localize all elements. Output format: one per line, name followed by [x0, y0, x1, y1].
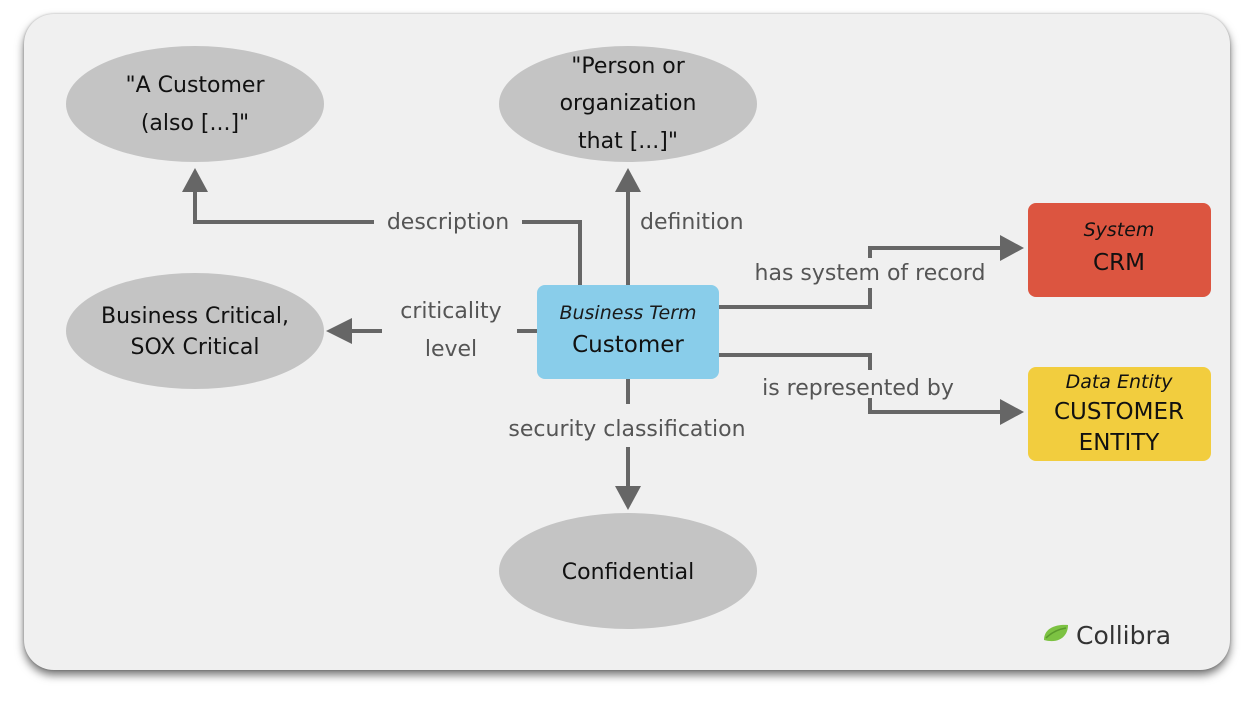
criticality-arrowhead [326, 318, 352, 344]
system-of-record-edge [719, 288, 872, 309]
criticality-node[interactable]: Business Critical, SOX Critical [66, 273, 324, 389]
security-node-shape [499, 513, 757, 629]
criticality-label-line-2: level [425, 337, 477, 362]
represented-by-arrowhead [1000, 399, 1024, 425]
data-entity-name-line-1: CUSTOMER [1054, 399, 1184, 425]
description-label: description [387, 210, 509, 235]
collibra-logo: Collibra [1044, 621, 1171, 650]
definition-node-shape [499, 46, 757, 162]
edge-labels: description definition criticality level… [387, 210, 986, 442]
description-node-shape [66, 46, 324, 162]
security-node-line-1: Confidential [562, 560, 694, 585]
system-of-record-arrowhead [1000, 235, 1024, 261]
security-label: security classification [508, 417, 745, 442]
system-box [1028, 203, 1211, 297]
system-of-record-label: has system of record [755, 261, 986, 286]
description-node-line-2: (also [...]" [141, 111, 249, 136]
represented-by-edge [719, 353, 872, 370]
description-edge [522, 220, 582, 285]
business-term-name: Customer [572, 332, 684, 358]
arrowheads [182, 168, 1024, 510]
criticality-label-line-1: criticality [400, 299, 501, 324]
definition-node-line-2: organization [560, 91, 697, 116]
logo-text: Collibra [1076, 621, 1171, 650]
system-of-record-edge-arrow [868, 246, 1008, 258]
edges [193, 176, 1008, 496]
definition-node-line-3: that [...]" [578, 129, 678, 154]
data-entity-node[interactable]: Data Entity CUSTOMER ENTITY [1028, 367, 1211, 461]
system-node[interactable]: System CRM [1028, 203, 1211, 297]
data-entity-name-line-2: ENTITY [1079, 430, 1161, 456]
business-term-box [537, 285, 719, 379]
system-type: System [1084, 219, 1155, 241]
represented-by-edge-arrow [868, 398, 1008, 414]
represented-by-label: is represented by [762, 376, 954, 401]
security-arrowhead [615, 486, 641, 510]
business-term-type: Business Term [559, 302, 696, 324]
criticality-node-line-1: Business Critical, [101, 304, 289, 329]
data-entity-type: Data Entity [1066, 371, 1174, 393]
definition-label: definition [640, 210, 744, 235]
leaf-icon-shade [1045, 627, 1067, 639]
description-edge-arrow [193, 176, 374, 224]
definition-node-line-1: "Person or [571, 54, 686, 79]
system-name: CRM [1093, 250, 1145, 276]
criticality-node-shape [66, 273, 324, 389]
description-arrowhead [182, 168, 208, 192]
description-node-line-1: "A Customer [125, 73, 265, 98]
definition-node[interactable]: "Person or organization that [...]" [499, 46, 757, 162]
leaf-icon [1044, 624, 1068, 642]
description-node[interactable]: "A Customer (also [...]" [66, 46, 324, 162]
criticality-node-line-2: SOX Critical [131, 335, 260, 360]
definition-arrowhead [615, 168, 641, 192]
business-term-node[interactable]: Business Term Customer [537, 285, 719, 379]
security-node[interactable]: Confidential [499, 513, 757, 629]
data-entity-box [1028, 367, 1211, 461]
